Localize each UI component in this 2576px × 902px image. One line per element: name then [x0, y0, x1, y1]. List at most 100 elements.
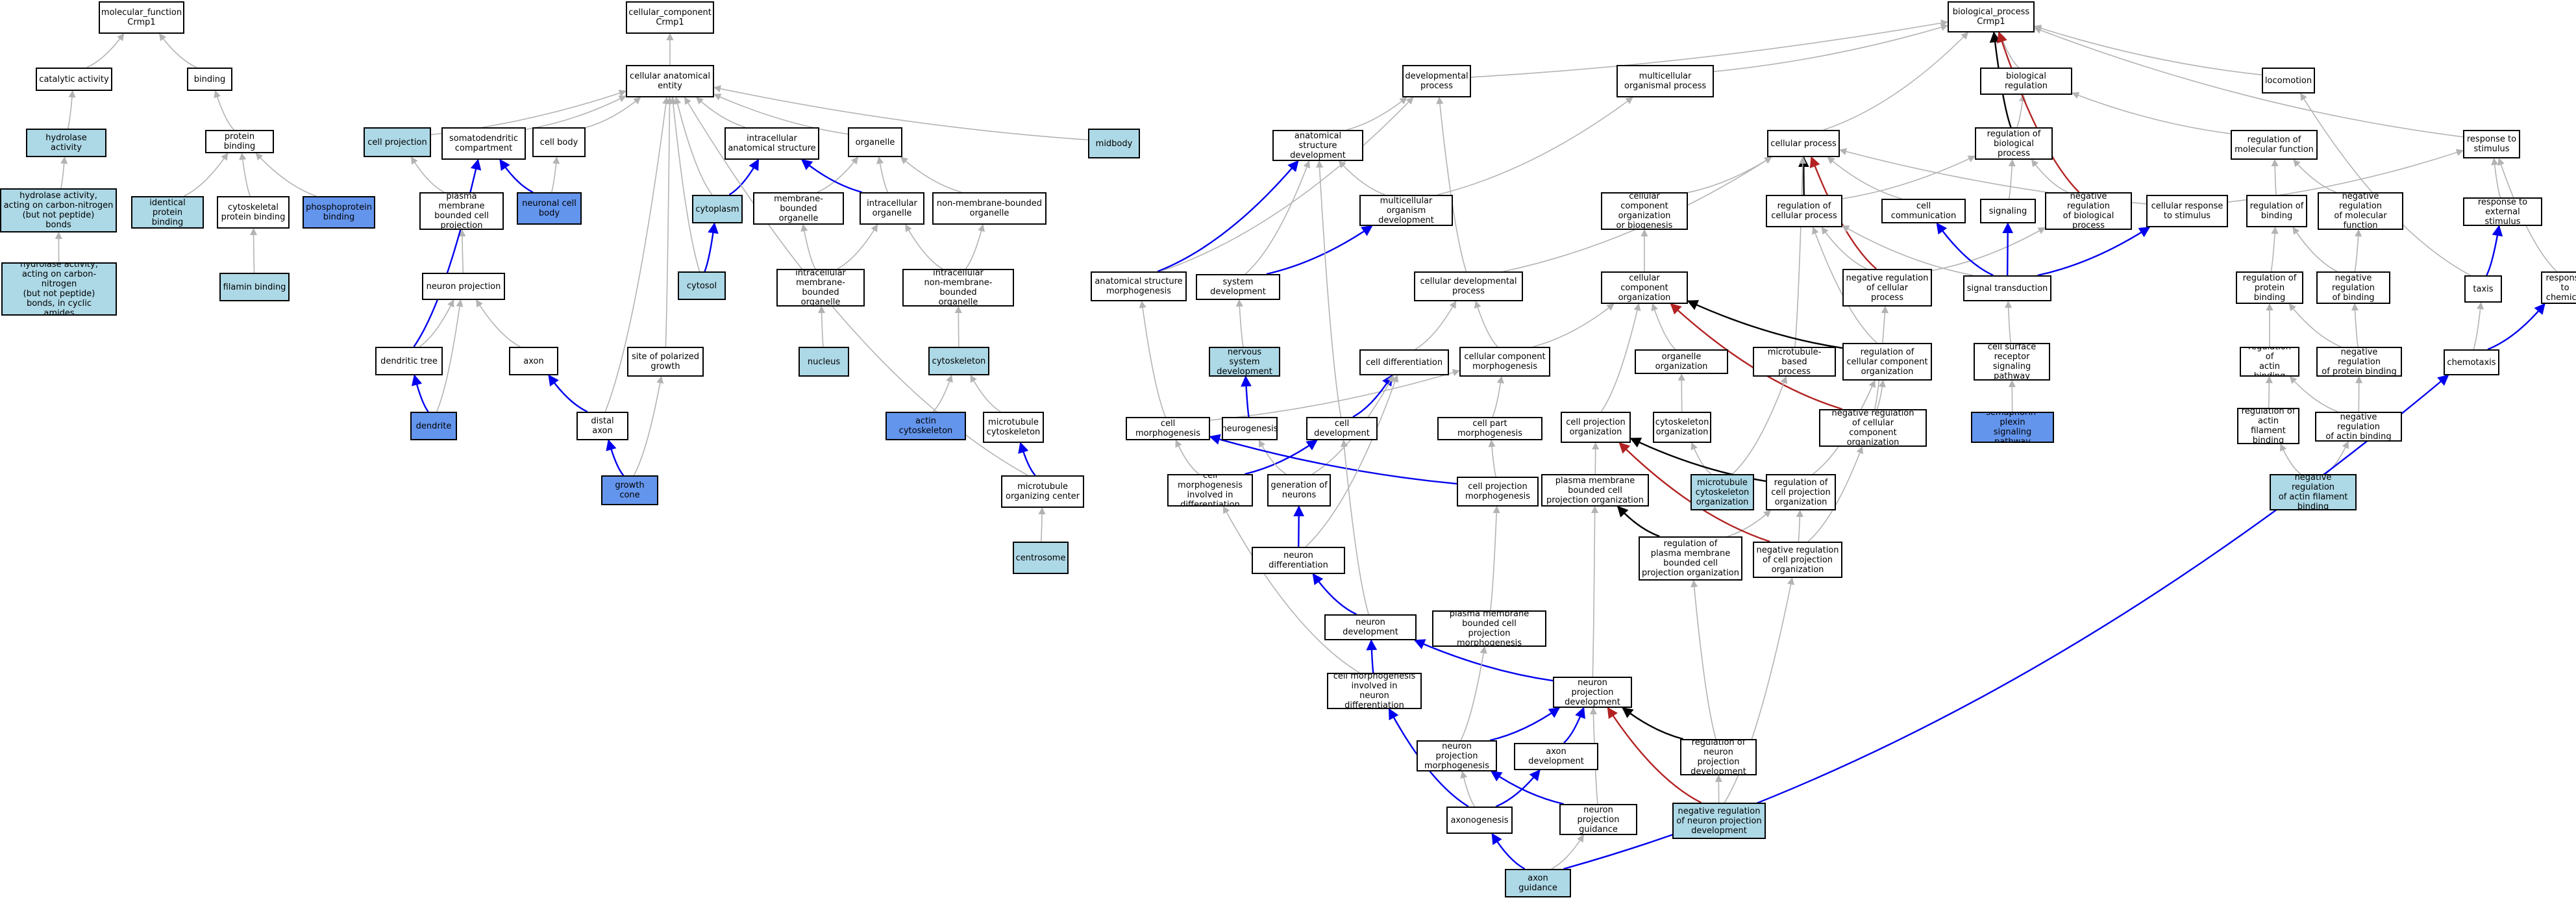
go-term-signal-trans[interactable]: signal transduction	[1963, 275, 2051, 301]
go-term-reg-pm-cp-org[interactable]: regulation of plasma membrane bounded ce…	[1639, 536, 1742, 581]
go-term-dendrite[interactable]: dendrite	[410, 412, 457, 440]
go-term-cc-org[interactable]: cellular component organization	[1601, 271, 1688, 304]
go-term-as-morph[interactable]: anatomical structure morphogenesis	[1091, 271, 1187, 301]
go-term-cp-morph[interactable]: cell projection morphogenesis	[1457, 477, 1539, 507]
go-term-npd[interactable]: neuron projection development	[1553, 677, 1632, 708]
go-term-reg-prot-bind[interactable]: regulation of protein binding	[2236, 271, 2303, 304]
go-term-protein-binding[interactable]: protein binding	[205, 130, 274, 153]
go-term-somato[interactable]: somatodendritic compartment	[441, 127, 526, 160]
go-term-nucleus[interactable]: nucleus	[799, 347, 849, 377]
go-term-binding[interactable]: binding	[187, 68, 232, 91]
go-term-reg-actin-bind[interactable]: regulation of actin binding	[2240, 347, 2299, 377]
go-term-taxis[interactable]: taxis	[2464, 275, 2502, 303]
go-term-pm-bounded-cp[interactable]: plasma membrane bounded cell projection	[419, 192, 504, 230]
go-term-cell-dev-proc[interactable]: cellular developmental process	[1414, 271, 1523, 301]
go-term-reg-npd[interactable]: regulation of neuron projection developm…	[1680, 739, 1757, 775]
go-term-identical-pb[interactable]: identical protein binding	[131, 196, 204, 229]
go-term-resp-chem[interactable]: response to chemical	[2541, 271, 2576, 304]
go-term-mt-based[interactable]: microtubule-based process	[1753, 347, 1836, 377]
go-term-reg-binding[interactable]: regulation of binding	[2246, 195, 2307, 227]
go-term-neuron-diff[interactable]: neuron differentiation	[1252, 547, 1345, 574]
go-term-reg-actin-fil[interactable]: regulation of actin filament binding	[2237, 408, 2299, 444]
go-term-nsd[interactable]: nervous system development	[1209, 347, 1280, 377]
go-term-cm-diff[interactable]: cell morphogenesis involved in different…	[1167, 474, 1253, 507]
go-term-midbody[interactable]: midbody	[1088, 129, 1140, 158]
go-term-reg-cp-org[interactable]: regulation of cell projection organizati…	[1766, 474, 1836, 510]
go-term-phosphoprotein[interactable]: phosphoprotein binding	[303, 196, 375, 229]
go-term-cell-body[interactable]: cell body	[532, 127, 586, 157]
go-term-mt-cyto-org[interactable]: microtubule cytoskeleton organization	[1690, 474, 1754, 510]
go-term-chemotaxis[interactable]: chemotaxis	[2444, 349, 2499, 375]
go-term-cs-receptor[interactable]: cell surface receptor signaling pathway	[1974, 343, 2050, 381]
go-term-cell-dev[interactable]: cell development	[1306, 417, 1378, 440]
go-term-mem-bounded[interactable]: membrane-bounded organelle	[753, 192, 844, 225]
go-term-cytoskel-pb[interactable]: cytoskeletal protein binding	[217, 196, 290, 229]
go-term-cm-neuron-diff[interactable]: cell morphogenesis involved in neuron di…	[1327, 673, 1422, 709]
go-term-semaphorin[interactable]: semaphorin-plexin signaling pathway	[1971, 412, 2054, 443]
go-term-centrosome[interactable]: centrosome	[1013, 542, 1069, 574]
go-term-cae[interactable]: cellular anatomical entity	[626, 65, 714, 97]
go-term-organelle[interactable]: organelle	[848, 127, 902, 157]
go-term-intracell-org[interactable]: intracellular organelle	[860, 192, 924, 225]
go-term-nonmem-bounded[interactable]: non-membrane-bounded organelle	[932, 192, 1046, 225]
go-term-catalytic[interactable]: catalytic activity	[36, 68, 112, 91]
go-term-intracell-as[interactable]: intracellular anatomical structure	[724, 127, 819, 160]
go-term-signaling[interactable]: signaling	[1980, 199, 2036, 223]
go-term-axon[interactable]: axon	[509, 347, 558, 375]
go-term-reg-cc-org[interactable]: regulation of cellular component organiz…	[1842, 343, 1932, 381]
go-term-gen-neurons[interactable]: generation of neurons	[1267, 474, 1331, 507]
go-term-growth-cone[interactable]: growth cone	[601, 475, 658, 505]
go-term-np-morph[interactable]: neuron projection morphogenesis	[1417, 740, 1497, 771]
go-term-cytoskel-org[interactable]: cytoskeleton organization	[1653, 412, 1711, 443]
go-term-neg-reg-npd[interactable]: negative regulation of neuron projection…	[1672, 803, 1766, 839]
go-term-neg-reg-prot-bind[interactable]: negative regulation of protein binding	[2316, 347, 2402, 377]
go-term-bp[interactable]: biological_process Crmp1	[1948, 1, 2035, 32]
go-term-np-guidance[interactable]: neuron projection guidance	[1559, 804, 1637, 835]
go-term-bio-reg[interactable]: biological regulation	[1980, 68, 2072, 95]
go-term-cytosol[interactable]: cytosol	[678, 271, 726, 300]
go-term-neg-reg-cc-org[interactable]: negative regulation of cellular componen…	[1819, 409, 1927, 447]
go-term-cytoplasm[interactable]: cytoplasm	[692, 195, 743, 223]
go-term-mf[interactable]: molecular_function Crmp1	[99, 1, 184, 34]
go-term-neg-reg-mol[interactable]: negative regulation of molecular functio…	[2318, 192, 2403, 230]
go-term-hydro-cn-cyclic[interactable]: hydrolase activity, acting on carbon-nit…	[1, 262, 117, 316]
go-term-multi-org-dev[interactable]: multicellular organism development	[1359, 195, 1453, 226]
go-term-site-polar[interactable]: site of polarized growth	[627, 347, 704, 377]
go-term-hydro-cn[interactable]: hydrolase activity, acting on carbon-nit…	[0, 188, 117, 232]
go-term-neg-reg-bio[interactable]: negative regulation of biological proces…	[2045, 192, 2132, 230]
go-term-cytoskeleton[interactable]: cytoskeleton	[928, 347, 989, 375]
go-term-locomotion[interactable]: locomotion	[2262, 68, 2315, 94]
go-term-neg-reg-cellular[interactable]: negative regulation of cellular process	[1842, 269, 1932, 307]
go-term-neuron-dev[interactable]: neuron development	[1324, 614, 1417, 640]
go-term-neuron-proj[interactable]: neuron projection	[422, 273, 505, 300]
go-term-as-dev[interactable]: anatomical structure development	[1272, 130, 1363, 161]
go-term-intra-nonmem-bo[interactable]: intracellular non-membrane-bounded organ…	[902, 269, 1014, 307]
go-term-cellular-proc[interactable]: cellular process	[1767, 130, 1840, 157]
go-term-neg-reg-actin-fil[interactable]: negative regulation of actin filament bi…	[2270, 474, 2357, 510]
go-term-pm-cp-org[interactable]: plasma membrane bounded cell projection …	[1541, 474, 1649, 507]
go-term-axonogenesis[interactable]: axonogenesis	[1446, 807, 1513, 834]
go-term-neurogenesis[interactable]: neurogenesis	[1222, 417, 1278, 440]
go-term-hydrolase[interactable]: hydrolase activity	[26, 129, 106, 157]
go-term-distal-axon[interactable]: distal axon	[576, 412, 628, 440]
go-term-pm-cp-morph[interactable]: plasma membrane bounded cell projection …	[1432, 610, 1546, 647]
go-term-intra-mem-bo[interactable]: intracellular membrane-bounded organelle	[776, 269, 865, 307]
go-term-cell-projection[interactable]: cell projection	[364, 127, 431, 157]
go-term-cc-morph[interactable]: cellular component morphogenesis	[1459, 347, 1550, 377]
go-term-cell-morph[interactable]: cell morphogenesis	[1126, 417, 1210, 440]
go-term-axon-guidance[interactable]: axon guidance	[1505, 869, 1571, 897]
go-term-cc-org-bio[interactable]: cellular component organization or bioge…	[1601, 192, 1688, 230]
go-term-neg-reg-bind[interactable]: negative regulation of binding	[2316, 271, 2390, 304]
go-term-axon-dev[interactable]: axon development	[1514, 743, 1598, 770]
go-term-reg-cellular[interactable]: regulation of cellular process	[1766, 195, 1842, 227]
go-term-cell-part-morph[interactable]: cell part morphogenesis	[1437, 417, 1542, 440]
go-term-dendritic-tree[interactable]: dendritic tree	[375, 347, 443, 375]
go-term-resp-ext[interactable]: response to external stimulus	[2463, 197, 2542, 226]
go-term-multi-org[interactable]: multicellular organismal process	[1616, 65, 1714, 97]
go-term-cell-comm[interactable]: cell communication	[1881, 199, 1966, 223]
go-term-cc[interactable]: cellular_component Crmp1	[626, 1, 714, 34]
go-term-reg-mol[interactable]: regulation of molecular function	[2231, 130, 2318, 160]
go-term-neg-reg-cp-org[interactable]: negative regulation of cell projection o…	[1753, 542, 1842, 578]
go-term-system-dev[interactable]: system development	[1196, 274, 1280, 300]
go-term-neg-reg-actin-bind[interactable]: negative regulation of actin binding	[2315, 412, 2402, 442]
